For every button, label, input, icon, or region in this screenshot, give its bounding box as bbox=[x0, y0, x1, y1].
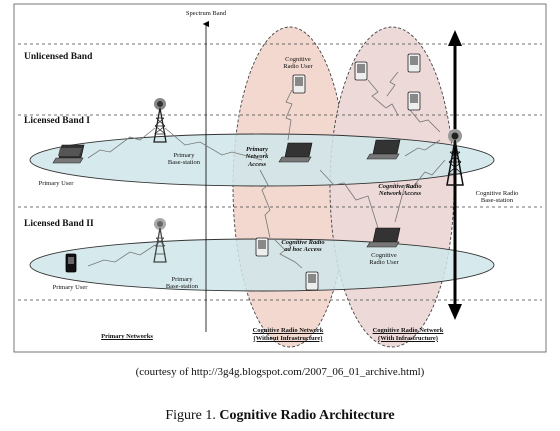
cr-user-bottom-label: Cognitive Radio User bbox=[369, 252, 399, 267]
phone-icon bbox=[255, 237, 269, 257]
primary-bs1-label: Primary Base-station bbox=[167, 152, 201, 167]
phone-icon bbox=[292, 74, 306, 94]
figure-caption: Figure 1. Cognitive Radio Architecture bbox=[0, 408, 560, 424]
licensed-band2-label: Licensed Band II bbox=[24, 219, 94, 229]
cr-adhoc-access-label: Cognitive Radio ad hoc Access bbox=[281, 239, 325, 254]
tower-icon bbox=[153, 98, 167, 143]
phone-icon bbox=[305, 271, 319, 291]
primary-user2-label: Primary User bbox=[52, 284, 88, 291]
laptop-icon bbox=[52, 144, 85, 164]
diagram-canvas bbox=[13, 3, 547, 353]
diagram-frame bbox=[13, 3, 547, 353]
cr-network-access-label: Cognitive Radio Network Access bbox=[378, 183, 422, 198]
laptop-icon bbox=[366, 139, 401, 160]
crn-without-infra-label: Cognitive Radio Network (Without Infrast… bbox=[252, 327, 324, 342]
laptop-icon bbox=[278, 142, 313, 163]
tower-icon bbox=[446, 129, 464, 186]
caption-source: (courtesy of http://3g4g.blogspot.com/20… bbox=[135, 366, 425, 378]
cr-bs-label: Cognitive Radio Base-station bbox=[475, 190, 519, 205]
primary-user1-label: Primary User bbox=[38, 180, 74, 187]
spectrum-mobility-arrow bbox=[448, 30, 462, 320]
caption-prefix: Figure 1. bbox=[165, 408, 216, 423]
phone-icon bbox=[65, 253, 77, 273]
licensed-band1-label: Licensed Band I bbox=[24, 116, 90, 126]
wireless-links bbox=[87, 71, 446, 269]
phone-icon bbox=[407, 91, 421, 111]
primary-networks-label: Primary Networks bbox=[101, 333, 153, 340]
phone-icon bbox=[407, 53, 421, 73]
architecture-diagram: Spectrum Band Unlicensed Band Licensed B… bbox=[13, 3, 547, 353]
tower-icon bbox=[153, 218, 167, 263]
caption-title: Cognitive Radio Architecture bbox=[219, 408, 395, 423]
primary-bs2-label: Primary Base-station bbox=[165, 276, 199, 291]
laptop-icon bbox=[366, 227, 401, 248]
crn-with-infra-label: Cognitive Radio Network (With Infrastruc… bbox=[372, 327, 444, 342]
spectrum-band-label: Spectrum Band bbox=[185, 10, 227, 17]
cr-user-top-label: Cognitive Radio User bbox=[283, 56, 313, 71]
phone-icon bbox=[354, 61, 368, 81]
unlicensed-band-label: Unlicensed Band bbox=[24, 52, 93, 62]
primary-network-access-label: Primary Network Access bbox=[245, 146, 269, 168]
